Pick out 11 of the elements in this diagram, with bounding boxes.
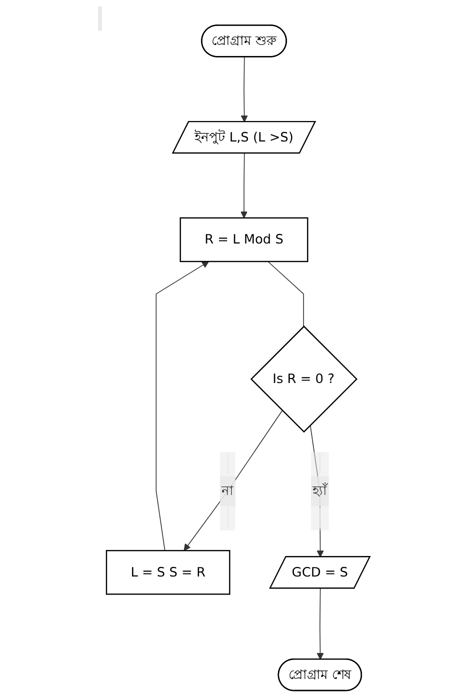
connector (268, 261, 304, 327)
node-box: R = L Mod S (180, 217, 309, 262)
edge-label: না (222, 482, 234, 498)
arrow (184, 410, 284, 551)
arrow (317, 588, 324, 660)
node-box: L = S S = R (106, 550, 231, 595)
edge-label: হ্যাঁ (313, 482, 328, 498)
arrow (156, 261, 210, 551)
arrow (240, 153, 248, 218)
node-diamond: Is R = 0 ? (250, 326, 358, 433)
arrow (241, 56, 248, 122)
